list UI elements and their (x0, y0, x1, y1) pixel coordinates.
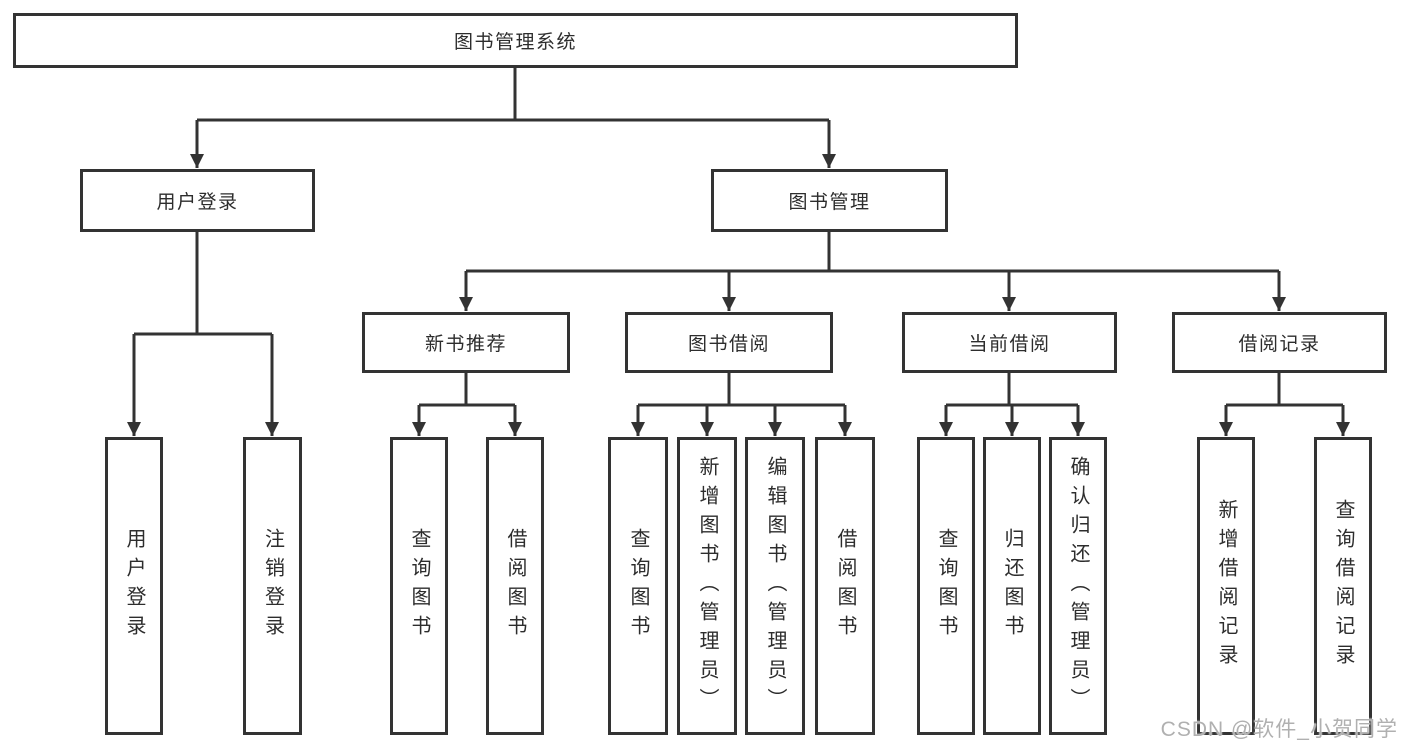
node-label: 查询借阅记录 (1332, 499, 1354, 673)
csdn-watermark: CSDN @软件_小贺同学 (1160, 718, 1398, 741)
node-borrowing-records: 借阅记录 (1172, 312, 1387, 373)
node-label: 当前借阅 (968, 334, 1051, 355)
leaf-user-login: 用户登录 (105, 437, 163, 735)
node-label: 借阅记录 (1238, 334, 1321, 355)
leaf-borrow-add-books-admin: 新增图书（管理员） (677, 437, 737, 735)
node-user-login: 用户登录 (80, 169, 315, 232)
leaf-borrow-edit-books-admin: 编辑图书（管理员） (745, 437, 805, 735)
node-label: 查询图书 (408, 528, 430, 644)
node-label: 新增借阅记录 (1215, 499, 1237, 673)
node-label: 查询图书 (935, 528, 957, 644)
node-label: 借阅图书 (834, 528, 856, 644)
leaf-borrow-borrow-books: 借阅图书 (815, 437, 875, 735)
node-label: 确认归还（管理员） (1067, 455, 1089, 717)
node-new-book-recommendation: 新书推荐 (362, 312, 570, 373)
leaf-current-query-books: 查询图书 (917, 437, 975, 735)
node-label: 用户登录 (156, 192, 239, 213)
leaf-recommend-query-books: 查询图书 (390, 437, 448, 735)
leaf-records-query-borrow-record: 查询借阅记录 (1314, 437, 1372, 735)
node-label: 新增图书（管理员） (696, 455, 718, 717)
leaf-records-add-borrow-record: 新增借阅记录 (1197, 437, 1255, 735)
node-library-management-system: 图书管理系统 (13, 13, 1018, 68)
node-label: 用户登录 (123, 528, 145, 644)
node-label: 图书管理系统 (453, 32, 577, 53)
node-label: 归还图书 (1001, 528, 1023, 644)
leaf-borrow-query-books: 查询图书 (608, 437, 668, 735)
node-label: 图书管理 (788, 192, 871, 213)
node-label: 图书借阅 (687, 334, 770, 355)
node-label: 借阅图书 (504, 528, 526, 644)
leaf-logout: 注销登录 (243, 437, 302, 735)
leaf-current-return-books: 归还图书 (983, 437, 1041, 735)
node-label: 新书推荐 (424, 334, 507, 355)
leaf-recommend-borrow-books: 借阅图书 (486, 437, 544, 735)
node-book-borrowing: 图书借阅 (625, 312, 833, 373)
node-label: 注销登录 (261, 528, 284, 644)
node-book-management: 图书管理 (711, 169, 948, 232)
node-label: 查询图书 (627, 528, 649, 644)
node-label: 编辑图书（管理员） (764, 455, 786, 717)
leaf-current-confirm-return-admin: 确认归还（管理员） (1049, 437, 1107, 735)
node-current-borrowing: 当前借阅 (902, 312, 1117, 373)
